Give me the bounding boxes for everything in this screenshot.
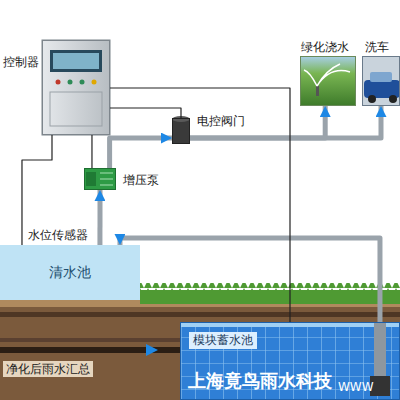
riser-pipe <box>374 322 386 378</box>
water-pipe <box>190 106 325 138</box>
pump-motor <box>86 172 96 186</box>
cabinet <box>42 40 110 135</box>
sensor-label: 水位传感器 <box>28 228 88 242</box>
wheel <box>389 95 397 103</box>
controller-cabinet: 控制器 <box>42 40 110 135</box>
control-wire <box>91 135 92 168</box>
button <box>56 80 61 85</box>
water-pipe <box>97 190 102 245</box>
valve-drawing <box>172 116 190 144</box>
controller-drawing <box>42 40 110 135</box>
car-body <box>364 80 400 98</box>
node-text: 清水池 <box>49 264 91 281</box>
pump-fin <box>100 179 113 180</box>
node-text: 增压泵 <box>123 173 159 188</box>
clear-water-tank: 清水池 <box>0 245 140 300</box>
screen-frame <box>50 50 102 72</box>
node-text: 模块蓄水池 <box>189 332 257 349</box>
lawn <box>300 56 356 106</box>
storage-tank-drawing <box>180 322 400 400</box>
sprinkler <box>316 86 319 96</box>
pump-box: 增压泵 <box>84 168 116 190</box>
button <box>92 80 97 85</box>
soil-layer <box>0 338 180 342</box>
node-text: 绿化浇水 <box>301 40 349 55</box>
soil-layer <box>0 312 400 317</box>
node-text: 电控阀门 <box>197 114 245 129</box>
pump-fin <box>100 185 113 186</box>
water-spray <box>304 64 350 86</box>
ground <box>0 283 400 400</box>
lawn-photo <box>300 56 356 106</box>
tank-modules <box>180 322 400 400</box>
grass <box>140 290 400 304</box>
pipe-label: 净化后雨水汇总 <box>3 361 93 377</box>
button <box>68 80 73 85</box>
grass-blades <box>140 283 400 291</box>
water-pipe <box>110 138 172 168</box>
screen <box>53 53 99 69</box>
watermark: 上海竟鸟雨水科技 <box>188 370 332 392</box>
control-wire <box>110 108 181 118</box>
photo-box: 洗车 <box>362 56 400 106</box>
pump-drawing <box>84 168 116 190</box>
button <box>80 80 85 85</box>
car-window <box>370 72 392 82</box>
soil <box>0 300 400 400</box>
flow-arrow <box>146 344 158 356</box>
watermark-url: WWW <box>338 380 374 394</box>
node-text: 控制器 <box>3 55 39 70</box>
car-photo <box>362 56 400 106</box>
photo-box: 绿化浇水 <box>300 56 356 106</box>
water-pipe <box>120 238 380 322</box>
pump-body <box>84 168 116 190</box>
node-text: 洗车 <box>365 40 389 55</box>
pump-fin <box>100 173 113 174</box>
wheel <box>368 95 376 103</box>
panel <box>50 92 102 126</box>
water-pipe <box>190 106 381 138</box>
valve-box: 电控阀门 <box>172 118 190 144</box>
photo-ground <box>362 56 400 106</box>
